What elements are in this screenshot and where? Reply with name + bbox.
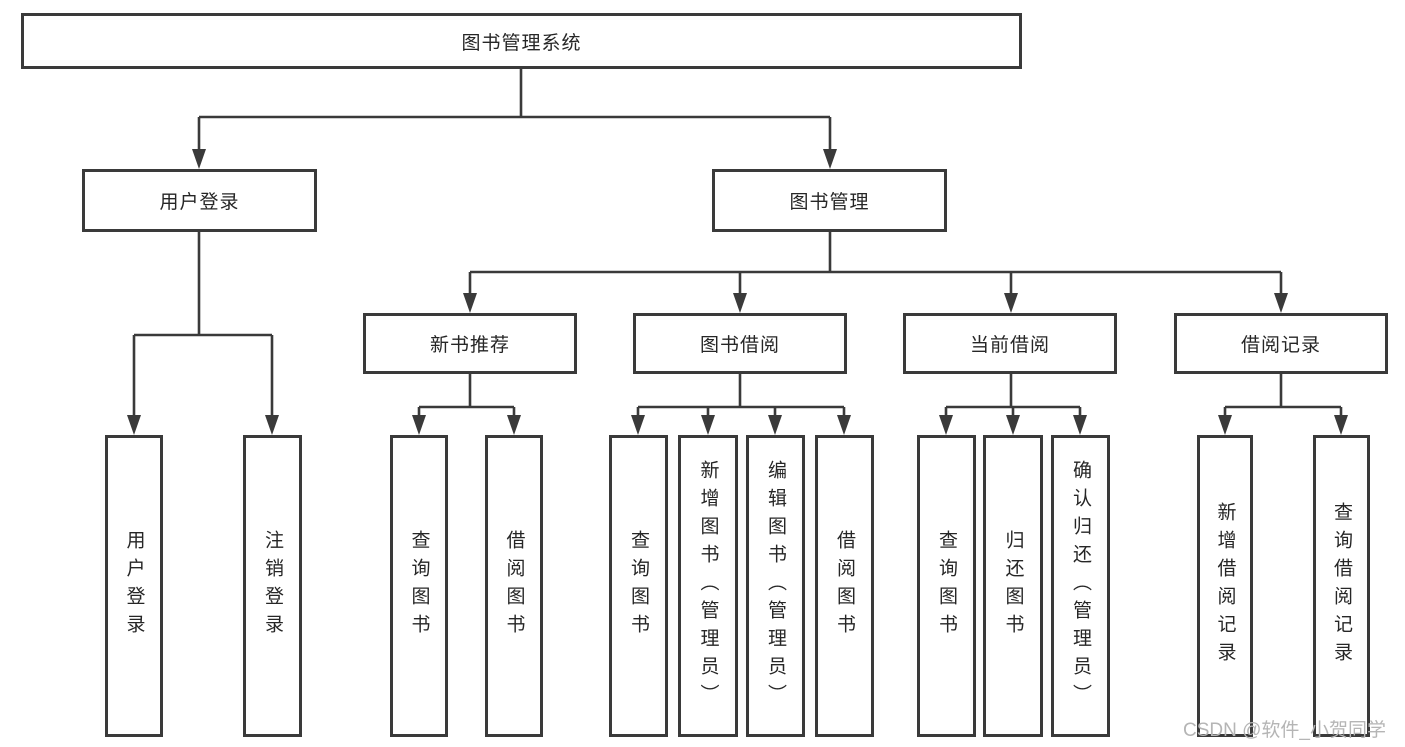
leaf-edit-book-admin: 编辑图书（管理员） <box>746 435 805 737</box>
leaf-query-books-current: 查询图书 <box>917 435 976 737</box>
node-label: 用户登录 <box>159 192 240 213</box>
node-label: 图书借阅 <box>699 335 780 356</box>
node-label: 借阅记录 <box>1240 335 1321 356</box>
leaf-confirm-return-admin: 确认归还（管理员） <box>1051 435 1110 737</box>
node-label: 查询图书 <box>936 530 957 642</box>
node-label: 注销登录 <box>262 530 283 642</box>
node-borrowing-records: 借阅记录 <box>1174 313 1388 374</box>
node-label: 用户登录 <box>123 530 145 642</box>
leaf-add-book-admin: 新增图书（管理员） <box>678 435 738 737</box>
csdn-watermark: CSDN @软件_小贺同学 <box>1183 720 1386 741</box>
node-label: 借阅图书 <box>834 530 855 642</box>
leaf-query-books-recommend: 查询图书 <box>390 435 448 737</box>
node-library-management-system: 图书管理系统 <box>21 13 1022 69</box>
node-label: 编辑图书（管理员） <box>765 460 786 712</box>
node-label: 新增借阅记录 <box>1214 502 1236 670</box>
arrowheads <box>127 149 1348 435</box>
node-label: 新书推荐 <box>429 335 510 356</box>
leaf-add-borrow-record: 新增借阅记录 <box>1197 435 1253 737</box>
node-label: 借阅图书 <box>503 530 525 642</box>
leaf-query-books-borrow: 查询图书 <box>609 435 668 737</box>
node-user-login: 用户登录 <box>82 169 317 232</box>
leaf-borrow-books-recommend: 借阅图书 <box>485 435 543 737</box>
leaf-borrow-books: 借阅图书 <box>815 435 874 737</box>
leaf-return-books: 归还图书 <box>983 435 1043 737</box>
node-label: 新增图书（管理员） <box>697 460 719 712</box>
node-label: 查询借阅记录 <box>1331 502 1352 670</box>
node-label: 图书管理系统 <box>461 32 582 54</box>
leaf-logout: 注销登录 <box>243 435 302 737</box>
node-book-management: 图书管理 <box>712 169 947 232</box>
leaf-user-login: 用户登录 <box>105 435 163 737</box>
node-new-book-recommend: 新书推荐 <box>363 313 577 374</box>
node-current-borrowing: 当前借阅 <box>903 313 1117 374</box>
node-book-borrowing: 图书借阅 <box>633 313 847 374</box>
node-label: 当前借阅 <box>969 335 1050 356</box>
leaf-query-borrow-record: 查询借阅记录 <box>1313 435 1370 737</box>
node-label: 归还图书 <box>1002 530 1024 642</box>
node-label: 确认归还（管理员） <box>1070 460 1091 712</box>
node-label: 查询图书 <box>408 530 430 642</box>
node-label: 图书管理 <box>789 192 870 213</box>
node-label: 查询图书 <box>628 530 649 642</box>
